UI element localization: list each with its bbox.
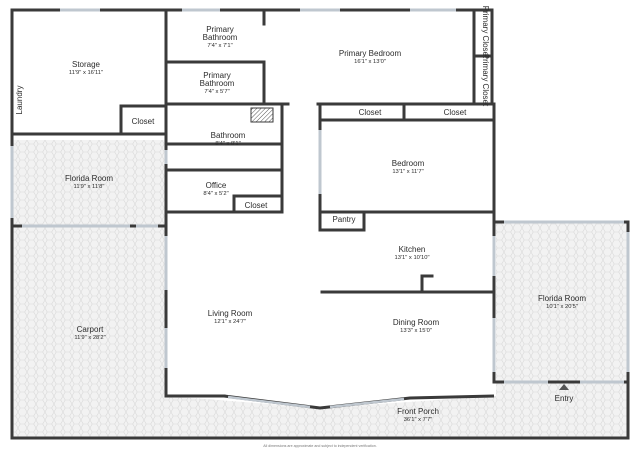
label-bedroom: Bedroom: [392, 159, 425, 168]
room-labels: Storage 11'9" x 16'11" Laundry Closet Pr…: [15, 6, 586, 423]
florida-room-left-floor: [12, 140, 166, 226]
front-porch-floor: [166, 382, 628, 438]
dims-kitchen: 13'1" x 10'10": [394, 255, 429, 261]
dims-primary-bedroom: 16'1" x 13'0": [354, 59, 386, 65]
dims-storage: 11'9" x 16'11": [69, 70, 103, 76]
dims-living-room: 12'1" x 24'7": [214, 319, 246, 325]
label-closet-bed-left: Closet: [359, 108, 382, 117]
label-closet-storage: Closet: [132, 117, 155, 126]
label-primary-bedroom: Primary Bedroom: [339, 49, 402, 58]
label-primary-bathroom-2: Primary: [203, 71, 231, 80]
dims-bedroom: 13'1" x 11'7": [392, 169, 423, 175]
florida-room-right-floor: [496, 222, 628, 382]
dims-florida-room-left: 11'9" x 11'8": [74, 184, 105, 190]
label-closet-bed-right: Closet: [444, 108, 467, 117]
label-florida-room-left: Florida Room: [65, 174, 113, 183]
label-primary-bathroom-2b: Bathroom: [200, 79, 235, 88]
label-primary-closet-2: Primary Closet: [481, 54, 490, 107]
label-florida-room-right: Florida Room: [538, 294, 586, 303]
dims-office: 8'4" x 5'2": [203, 191, 228, 197]
dims-bathroom: 8'4" x 8'1": [215, 141, 240, 147]
dims-florida-room-right: 10'1" x 20'5": [546, 304, 578, 310]
carport-floor: [12, 226, 166, 438]
dims-primary-bathroom-1: 7'4" x 7'1": [207, 43, 232, 49]
label-laundry: Laundry: [15, 86, 24, 115]
label-closet-office: Closet: [245, 201, 268, 210]
label-living-room: Living Room: [208, 309, 253, 318]
stair-hatch-icon: [250, 107, 274, 123]
textured-areas: [12, 140, 628, 438]
windows: [10, 8, 630, 384]
label-storage: Storage: [72, 60, 101, 69]
label-primary-bathroom-1b: Bathroom: [203, 33, 238, 42]
dims-front-porch: 36'1" x 7'7": [404, 417, 433, 423]
dims-carport: 11'9" x 28'2": [74, 335, 105, 341]
front-bay-window-right: [329, 397, 405, 409]
entry-marker-icon: [559, 384, 569, 390]
disclaimer: All dimensions are approximate and subje…: [263, 444, 376, 448]
dims-primary-bathroom-2: 7'4" x 5'7": [204, 89, 229, 95]
label-carport: Carport: [77, 325, 104, 334]
dims-dining-room: 13'3" x 15'0": [400, 328, 432, 334]
label-office: Office: [206, 181, 227, 190]
label-front-porch: Front Porch: [397, 407, 439, 416]
label-bathroom: Bathroom: [211, 131, 246, 140]
label-entry: Entry: [555, 394, 574, 403]
label-dining-room: Dining Room: [393, 318, 440, 327]
front-bay-window-left: [227, 395, 311, 409]
label-primary-closet-1: Primary Closet: [481, 6, 490, 59]
label-kitchen: Kitchen: [399, 245, 426, 254]
label-primary-bathroom-1: Primary: [206, 25, 234, 34]
label-pantry: Pantry: [332, 215, 355, 224]
